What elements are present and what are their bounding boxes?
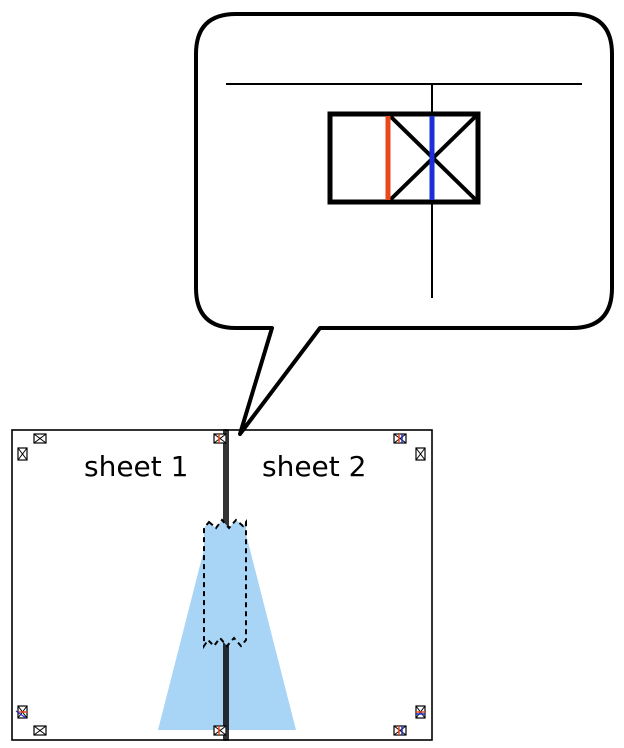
cross-box-icon [213,433,227,444]
cross-box-icon [213,725,227,736]
callout-outline [194,12,614,436]
sheet-1-label: sheet 1 [84,450,188,483]
sheets-assembly: sheet 1 sheet 2 [11,429,433,741]
callout-bubble [194,12,614,436]
cross-box-icon [393,433,407,444]
sheet-2-label: sheet 2 [262,450,366,483]
cross-box-icon [393,725,407,736]
cross-box-icon [33,725,47,736]
cross-box-icon [33,433,47,444]
cross-box-icon [415,447,426,461]
zoom-registration-mark [327,111,481,205]
cross-box-icon [17,447,28,461]
cutout-dashed-region [203,518,247,650]
